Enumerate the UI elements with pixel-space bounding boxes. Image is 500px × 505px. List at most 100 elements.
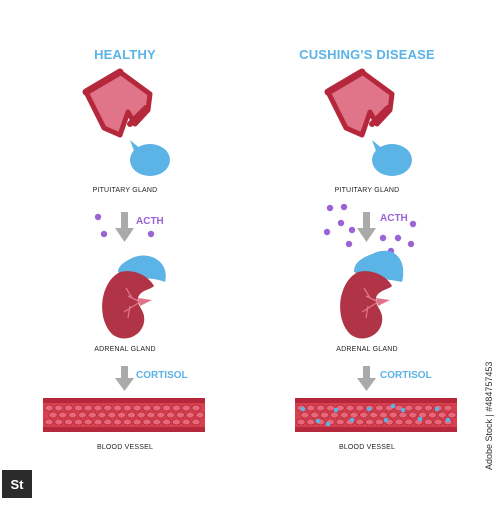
red-blood-cell (349, 411, 359, 419)
red-blood-cell (408, 411, 418, 419)
cushings-blood-vessel (295, 398, 457, 432)
red-blood-cell (296, 418, 306, 426)
red-blood-cell (433, 418, 443, 426)
red-blood-cell (423, 418, 433, 426)
red-blood-cell (54, 404, 64, 412)
red-blood-cell (54, 418, 64, 426)
red-blood-cell (306, 418, 316, 426)
red-blood-cell (77, 411, 88, 419)
red-blood-cell (378, 411, 388, 419)
cushings-acth-label: ACTH (380, 213, 408, 224)
red-blood-cell (58, 411, 68, 419)
cushings-pituitary-gland (324, 68, 412, 176)
red-blood-cell (93, 404, 103, 412)
red-blood-cell (122, 418, 133, 426)
healthy-vessel-label: BLOOD VESSEL (96, 444, 154, 451)
red-blood-cell (171, 404, 181, 412)
cushings-acth-arrow (357, 212, 376, 242)
healthy-pituitary-label: PITUITARY GLAND (92, 187, 158, 194)
red-blood-cell (374, 418, 384, 426)
red-blood-cell (339, 411, 349, 419)
red-blood-cell (319, 411, 330, 419)
red-blood-cell (404, 418, 414, 426)
stock-id-text: Adobe Stock | #484757453 (484, 361, 494, 470)
red-blood-cell (413, 404, 424, 412)
cortisol-particle (333, 407, 339, 413)
cortisol-particle (434, 406, 440, 412)
red-blood-cell (44, 418, 54, 426)
red-blood-cell (306, 404, 316, 412)
cortisol-particle (400, 407, 406, 413)
red-blood-cell (162, 418, 172, 426)
cushings-adrenal-gland (340, 250, 404, 339)
red-blood-cell (398, 411, 408, 419)
red-blood-cell (126, 411, 136, 419)
red-blood-cell (146, 411, 156, 419)
red-blood-cell (315, 404, 326, 412)
red-blood-cell (300, 411, 310, 419)
cushings-cortisol-label: CORTISOL (380, 370, 432, 381)
red-blood-cell (417, 411, 428, 419)
cortisol-particle (349, 417, 355, 423)
red-blood-cell (152, 404, 162, 412)
red-blood-cell (355, 404, 365, 412)
healthy-acth-label: ACTH (136, 216, 164, 227)
red-blood-cell (113, 404, 123, 412)
red-blood-cell (93, 418, 103, 426)
cortisol-particle (445, 417, 451, 423)
red-blood-cell (132, 404, 142, 412)
red-blood-cell (388, 411, 398, 419)
red-blood-cell (335, 418, 345, 426)
red-blood-cell (142, 418, 152, 426)
red-blood-cell (374, 404, 384, 412)
red-blood-cell (68, 411, 78, 419)
red-blood-cell (107, 411, 117, 419)
healthy-cortisol-label: CORTISOL (136, 370, 188, 381)
cushings-pituitary-label: PITUITARY GLAND (334, 187, 400, 194)
red-blood-cell (345, 404, 355, 412)
healthy-pituitary-gland (82, 68, 170, 176)
red-blood-cell (122, 404, 133, 412)
red-blood-cell (364, 418, 375, 426)
red-blood-cell (152, 418, 162, 426)
red-blood-cell (181, 404, 191, 412)
cushings-vessel-label: BLOOD VESSEL (338, 444, 396, 451)
red-blood-cell (191, 418, 201, 426)
healthy-title: HEALTHY (94, 47, 156, 62)
red-blood-cell (136, 411, 146, 419)
cortisol-particle (315, 418, 321, 424)
red-blood-cell (175, 411, 185, 419)
cortisol-particle (417, 416, 423, 422)
red-blood-cell (325, 404, 335, 412)
red-blood-cell (73, 404, 84, 412)
healthy-blood-vessel (43, 398, 205, 432)
red-blood-cell (427, 411, 437, 419)
red-blood-cell (404, 404, 414, 412)
red-blood-cell (83, 404, 93, 412)
red-blood-cell (368, 411, 379, 419)
adobe-stock-logo: St (2, 470, 32, 498)
cortisol-particle (300, 406, 306, 412)
red-blood-cell (447, 411, 457, 419)
red-blood-cell (48, 411, 58, 419)
red-blood-cell (171, 418, 181, 426)
red-blood-cell (113, 418, 123, 426)
red-blood-cell (185, 411, 195, 419)
red-blood-cell (359, 411, 369, 419)
cushings-cortisol-particles (300, 403, 451, 427)
cushings-cortisol-arrow (357, 366, 376, 391)
red-blood-cell (117, 411, 127, 419)
red-blood-cell (191, 404, 201, 412)
healthy-acth-arrow (115, 212, 134, 242)
healthy-red-blood-cells (44, 404, 205, 426)
red-blood-cell (443, 404, 453, 412)
red-blood-cell (166, 411, 176, 419)
healthy-adrenal-label: ADRENAL GLAND (94, 346, 156, 353)
red-blood-cell (83, 418, 93, 426)
red-blood-cell (156, 411, 166, 419)
adobe-stock-logo-text: St (11, 477, 25, 492)
cushings-title: CUSHING'S DISEASE (299, 47, 435, 62)
red-blood-cell (355, 418, 365, 426)
